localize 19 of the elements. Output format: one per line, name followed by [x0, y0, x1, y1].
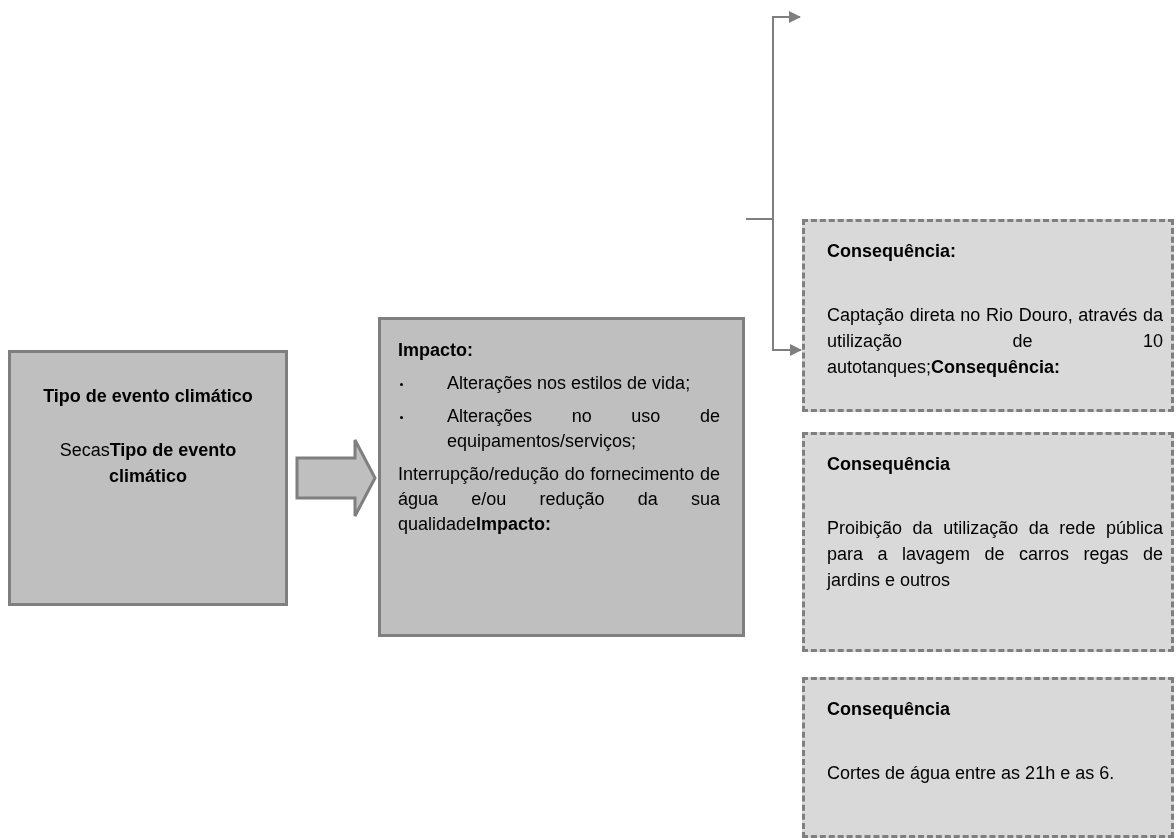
- process-box: [8, 350, 288, 606]
- heading-text: Impacto:: [398, 339, 474, 362]
- body-text: Proibição da utilização da rede pública para a lavagem de carros regas de jardins e outros: [827, 517, 1163, 592]
- body-text: Interrupção/redução do fornecimento de água e/ou redução da sua qualidadeImpacto:: [398, 463, 720, 536]
- consequence-box: [802, 677, 1174, 838]
- bullet-text: Alterações no uso de equipamentos/serviços;: [447, 405, 720, 453]
- heading-text: Consequência: [827, 698, 952, 721]
- body-text: Captação direta no Rio Douro, através da utilização de 10 autotanques;Consequência:: [827, 304, 1163, 379]
- body-text: SecasTipo de evento climático: [58, 439, 238, 488]
- bullet-text: Alterações nos estilos de vida;: [447, 372, 691, 395]
- process-box: [378, 317, 745, 637]
- consequence-box: [802, 219, 1174, 412]
- connector-arrow: [745, 218, 802, 356]
- block-arrow: [295, 438, 377, 518]
- heading-text: Consequência:: [827, 240, 958, 263]
- consequence-box: [802, 432, 1174, 652]
- body-text: Cortes de água entre as 21h e as 6.: [827, 762, 1116, 785]
- heading-text: Consequência: [827, 453, 952, 476]
- heading-text: Tipo de evento climático: [42, 385, 254, 408]
